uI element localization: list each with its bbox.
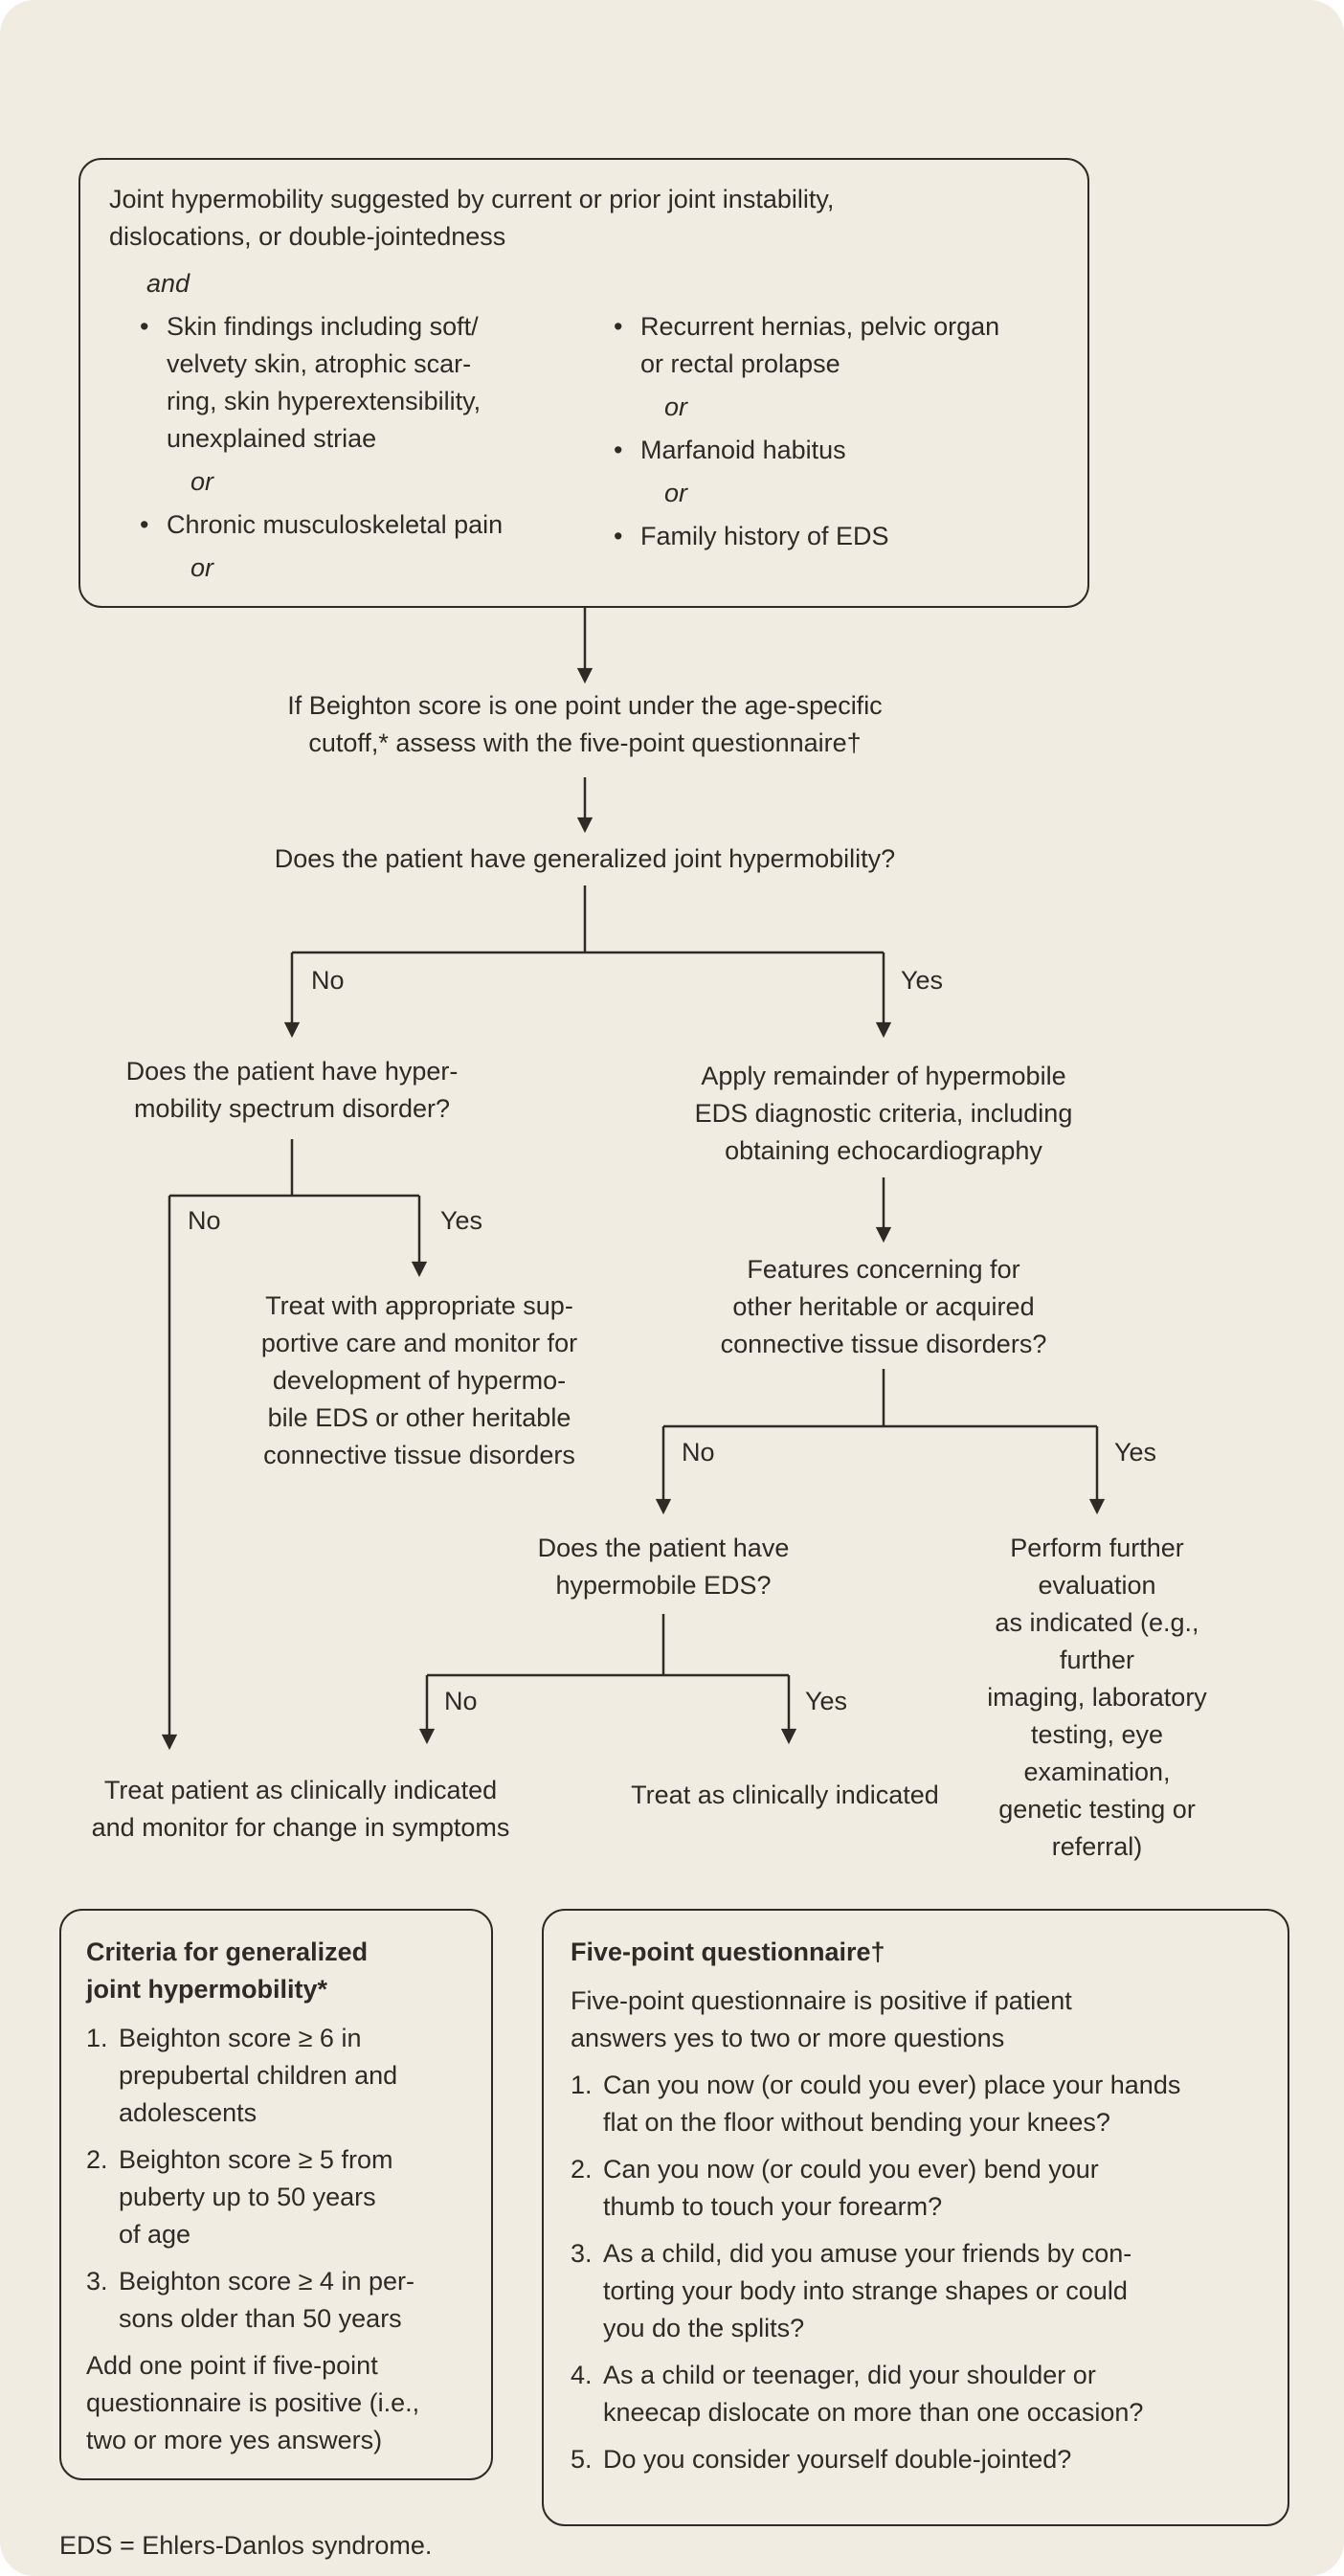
criteria-box: Criteria for generalized joint hypermobi… (59, 1909, 493, 2480)
branch-no-label: No (444, 1687, 478, 1715)
finding-item: • Chronic musculoskeletal pain (140, 506, 575, 544)
finding-text: Chronic musculoskeletal pain (167, 510, 504, 539)
or-connector-label: or (664, 479, 688, 507)
beighton-note: If Beighton score is one point under the… (287, 691, 883, 757)
question-spectrum-disorder: Does the patient have hyper- mobility sp… (125, 1057, 459, 1123)
finding-item: • Recurrent hernias, pelvic organ or rec… (614, 308, 1059, 383)
item-number: 2. (86, 2145, 108, 2174)
item-number: 1. (571, 2071, 593, 2099)
item-number: 3. (86, 2267, 108, 2296)
questionnaire-item: 4. As a child or teenager, did your shou… (571, 2357, 1261, 2431)
item-number: 5. (571, 2445, 593, 2474)
or-connector-label: or (664, 392, 688, 421)
branch-no-label: No (188, 1206, 221, 1235)
finding-text: Skin findings including soft/ velvety sk… (167, 312, 482, 453)
criteria-item-text: Beighton score ≥ 5 from puberty up to 50… (119, 2145, 393, 2249)
questionnaire-item: 5. Do you consider yourself double-joint… (571, 2441, 1261, 2478)
questionnaire-item: 3. As a child, did you amuse your friend… (571, 2235, 1261, 2347)
questionnaire-item-text: As a child or teenager, did your shoulde… (603, 2361, 1144, 2427)
questionnaire-item-text: Can you now (or could you ever) bend you… (603, 2155, 1099, 2221)
finding-item: • Family history of EDS (614, 518, 1059, 555)
initial-findings-box: Joint hypermobility suggested by current… (78, 158, 1089, 608)
criteria-item-text: Beighton score ≥ 6 in prepubertal childr… (119, 2024, 398, 2127)
branch-yes-label: Yes (901, 966, 944, 995)
criteria-item: 1. Beighton score ≥ 6 in prepubertal chi… (86, 2020, 466, 2132)
branch-no-label: No (311, 966, 345, 995)
treat-and-monitor-outcome: Treat patient as clinically indicated an… (91, 1776, 510, 1842)
or-connector-label: or (190, 467, 214, 496)
findings-column-right: • Recurrent hernias, pelvic organ or rec… (614, 308, 1059, 593)
bullet-icon: • (614, 436, 623, 464)
criteria-item-text: Beighton score ≥ 4 in per- sons older th… (119, 2267, 414, 2333)
finding-text: Recurrent hernias, pelvic organ or recta… (640, 312, 1000, 378)
bullet-icon: • (614, 522, 623, 550)
finding-text: Marfanoid habitus (640, 436, 846, 464)
supportive-care-outcome: Treat with appropriate sup- portive care… (260, 1291, 578, 1469)
item-number: 3. (571, 2239, 593, 2268)
finding-item: • Skin findings including soft/ velvety … (140, 308, 575, 458)
bullet-icon: • (140, 510, 149, 539)
bullet-icon: • (614, 312, 623, 341)
questionnaire-item: 1. Can you now (or could you ever) place… (571, 2067, 1261, 2141)
finding-text: Family history of EDS (640, 522, 889, 550)
questionnaire-box: Five-point questionnaire† Five-point que… (542, 1909, 1289, 2526)
questionnaire-box-title: Five-point questionnaire† (571, 1938, 885, 1966)
branch-yes-label: Yes (1114, 1438, 1157, 1467)
criteria-item: 3. Beighton score ≥ 4 in per- sons older… (86, 2263, 466, 2338)
item-number: 4. (571, 2361, 593, 2389)
figure-footnote: EDS = Ehlers-Danlos syndrome. (59, 2531, 433, 2560)
question-hypermobile-eds: Does the patient have hypermobile EDS? (537, 1534, 790, 1600)
item-number: 1. (86, 2024, 108, 2052)
criteria-addendum: Add one point if five-point questionnair… (86, 2351, 420, 2454)
bullet-icon: • (140, 312, 149, 341)
and-connector-label: and (146, 269, 190, 298)
question-generalized-hypermobility: Does the patient have generalized joint … (274, 844, 896, 873)
criteria-item: 2. Beighton score ≥ 5 from puberty up to… (86, 2141, 466, 2253)
criteria-box-title: Criteria for generalized joint hypermobi… (86, 1938, 369, 2004)
treat-as-indicated-outcome: Treat as clinically indicated (631, 1781, 939, 1809)
findings-columns: • Skin findings including soft/ velvety … (140, 308, 1059, 593)
or-connector-label: or (190, 553, 214, 582)
questionnaire-intro: Five-point questionnaire is positive if … (571, 1986, 1072, 2052)
findings-column-left: • Skin findings including soft/ velvety … (140, 308, 575, 593)
initial-findings-intro: Joint hypermobility suggested by current… (109, 185, 835, 251)
branch-yes-label: Yes (805, 1687, 848, 1715)
apply-eds-criteria-step: Apply remainder of hypermobile EDS diagn… (694, 1062, 1073, 1165)
questionnaire-item-text: Can you now (or could you ever) place yo… (603, 2071, 1181, 2137)
item-number: 2. (571, 2155, 593, 2184)
branch-no-label: No (682, 1438, 715, 1467)
question-connective-tissue-features: Features concerning for other heritable … (720, 1255, 1047, 1358)
questionnaire-item-text: As a child, did you amuse your friends b… (603, 2239, 1132, 2342)
further-evaluation-outcome: Perform further evaluation as indicated … (987, 1534, 1207, 1861)
questionnaire-item-text: Do you consider yourself double-jointed? (603, 2445, 1072, 2474)
finding-item: • Marfanoid habitus (614, 432, 1059, 469)
questionnaire-item: 2. Can you now (or could you ever) bend … (571, 2151, 1261, 2226)
branch-yes-label: Yes (440, 1206, 483, 1235)
